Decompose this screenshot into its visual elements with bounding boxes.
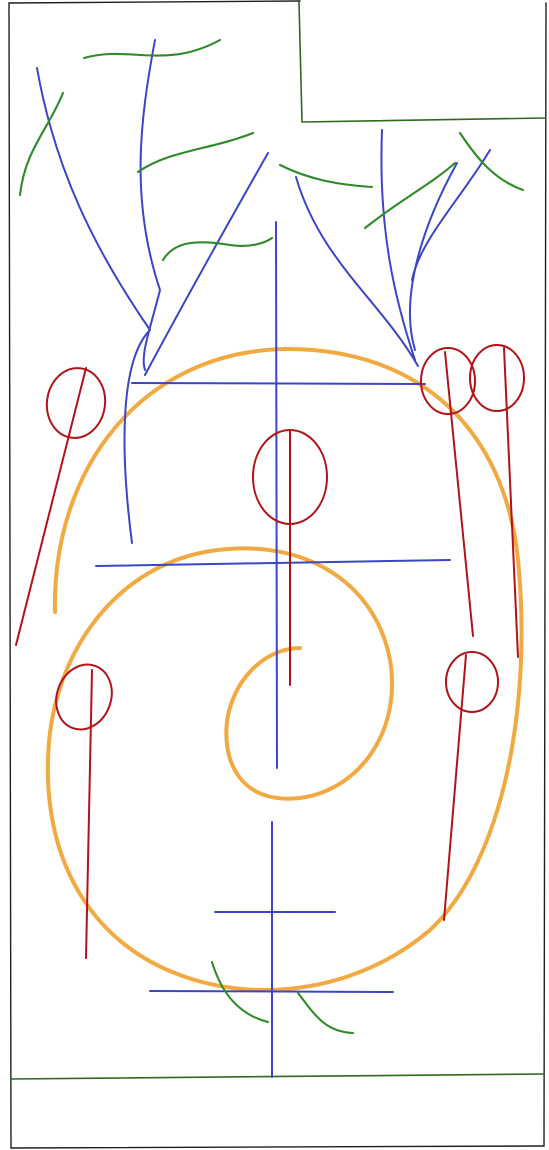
lollipop-stick — [86, 670, 92, 958]
paint-smudge — [463, 251, 471, 257]
lollipop-stick — [445, 352, 473, 636]
frame-left-edge — [9, 3, 11, 1148]
stem-center-vertical — [276, 222, 277, 768]
stem-left-outer — [37, 68, 150, 543]
crossbar-lower-long — [150, 991, 393, 992]
stem-left-diagonal — [145, 153, 268, 375]
lollipop-stick — [16, 368, 86, 645]
lollipop-head — [470, 345, 524, 411]
blue-stems — [37, 40, 490, 1077]
leaf-left-mid — [138, 133, 253, 172]
lollipop-lower-right — [444, 652, 498, 920]
stem-right-a — [296, 177, 418, 366]
lollipop-head — [42, 364, 109, 441]
orange-spiral — [48, 349, 522, 990]
top-right-box — [299, 2, 546, 122]
grass-bottom-right — [298, 993, 353, 1033]
lollipop-center — [253, 430, 327, 685]
frame-bottom-edge — [11, 1146, 544, 1148]
stem-right-d — [412, 150, 490, 280]
lollipop-upper-right-b — [470, 345, 524, 657]
crossbar-upper — [132, 383, 425, 384]
red-lollipops — [16, 345, 524, 958]
lollipop-lower-left — [47, 657, 120, 958]
crossbar-middle — [96, 560, 450, 566]
leaf-top-left — [84, 40, 220, 58]
lollipop-upper-left — [16, 364, 110, 645]
leaf-center-right — [280, 165, 372, 187]
bottom-band-line — [11, 1074, 544, 1079]
frame-top-edge — [9, 1, 300, 3]
lollipop-head — [446, 652, 498, 712]
frame-right-edge — [544, 3, 546, 1146]
